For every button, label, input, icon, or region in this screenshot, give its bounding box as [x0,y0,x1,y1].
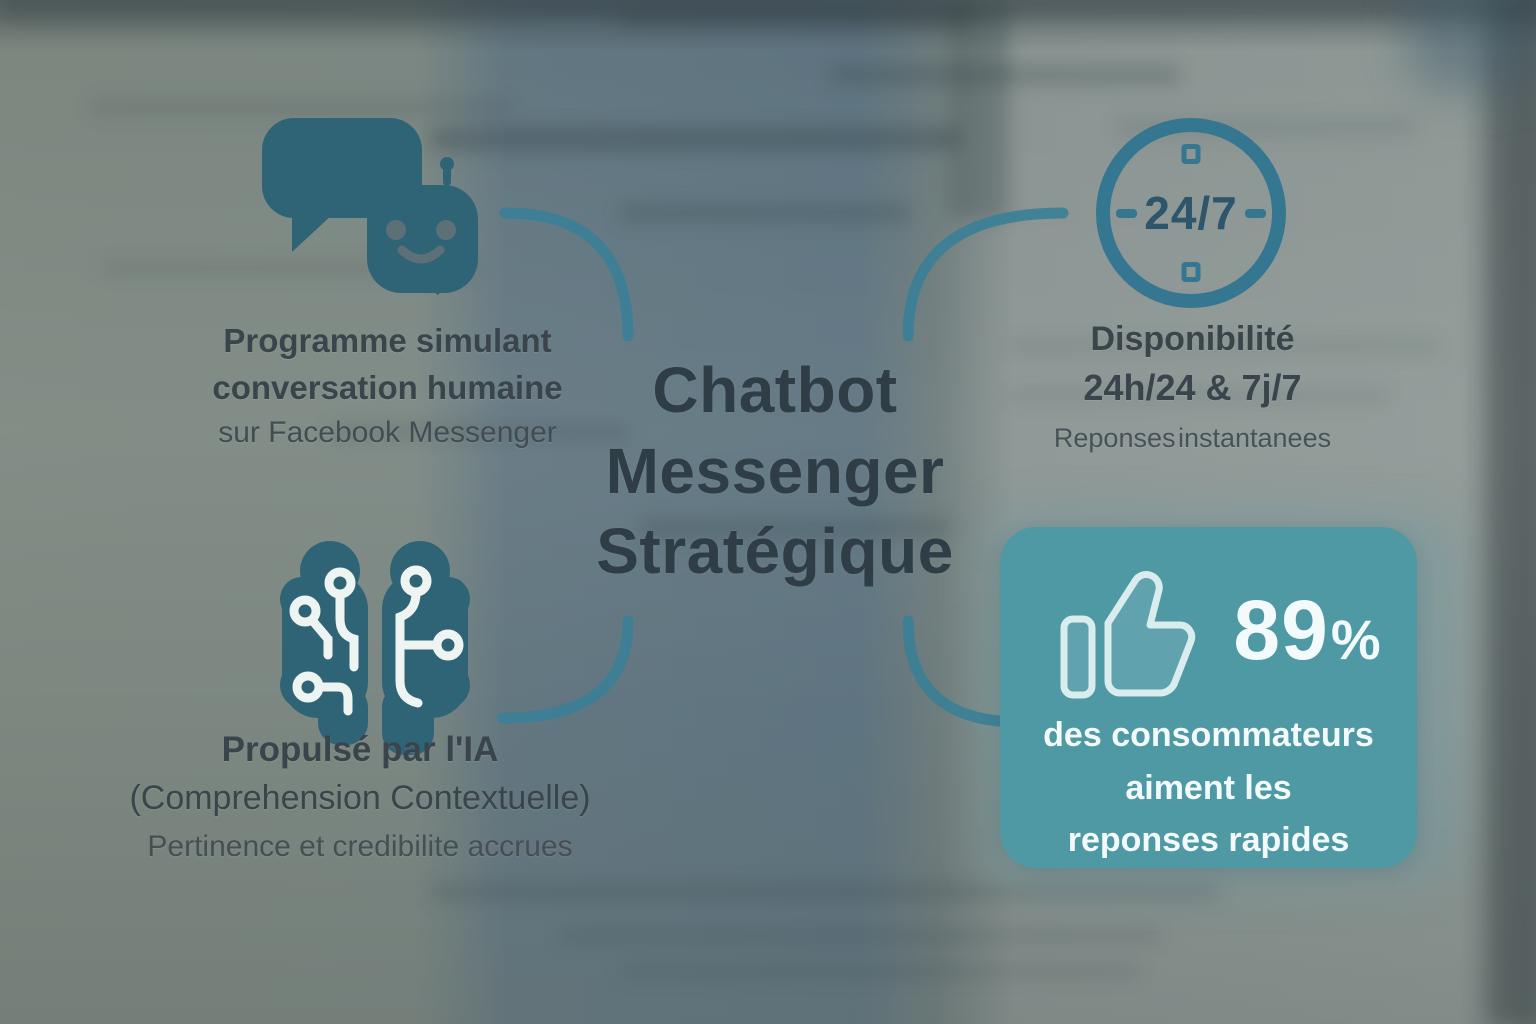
top-left-line-3: sur Facebook Messenger [218,415,557,449]
availability-hours: 24h/24 & 7j/7 [1083,367,1302,408]
connector-arc-bottom-left [497,615,634,724]
page-title: Chatbot Messenger Stratégique [555,350,995,592]
stat-percentage: 89 % [1217,582,1397,679]
bottom-left-description: Propulsé par l'IA (Comprehension Context… [80,730,640,864]
stat-caption-line-1: des consommateurs [1043,716,1374,754]
availability-heading: Disponibilité [1090,320,1295,358]
top-left-line-1: Programme simulant [223,322,552,359]
clock-tick-left [1116,208,1138,218]
ai-subheading: (Comprehension Contextuelle) [129,779,591,817]
thumbs-up-icon [1060,571,1196,699]
title-line-3: Stratégique [596,515,954,588]
stat-unit: % [1330,608,1381,671]
background-corner-tint [1408,0,1536,90]
stat-caption-line-2: aiment les [1125,768,1292,807]
ai-brain-circuit-icon [280,541,470,755]
connector-arc-top-right [902,207,1069,342]
clock-tick-bottom [1181,262,1201,282]
ai-heading: Propulsé par l'IA [221,730,499,769]
clock-tick-right [1244,208,1266,218]
clock-tick-top [1181,144,1201,164]
connector-arc-bottom-right [902,615,1026,728]
title-line-1: Chatbot [652,354,898,426]
availability-note: Reponses instantanees [1053,423,1332,453]
top-right-description: Disponibilité 24h/24 & 7j/7 Reponses ins… [1000,320,1385,454]
stat-caption: des consommateurs aiment les reponses ra… [1000,709,1417,867]
top-left-description: Programme simulant conversation humaine … [135,318,640,454]
stat-card: 89 % des consommateurs aiment les repons… [1000,527,1417,868]
title-line-2: Messenger [605,434,945,507]
chatbot-speech-bubbles-icon [262,118,478,295]
stat-value: 89 [1233,583,1329,677]
top-left-line-2: conversation humaine [212,368,563,406]
stat-caption-line-3: reponses rapides [1067,821,1350,860]
clock-label: 24/7 [1144,187,1238,239]
ai-note: Pertinence et credibilite accrues [147,830,573,863]
connector-arc-top-left [499,207,634,342]
clock-24-7-icon: 24/7 [1096,118,1286,308]
